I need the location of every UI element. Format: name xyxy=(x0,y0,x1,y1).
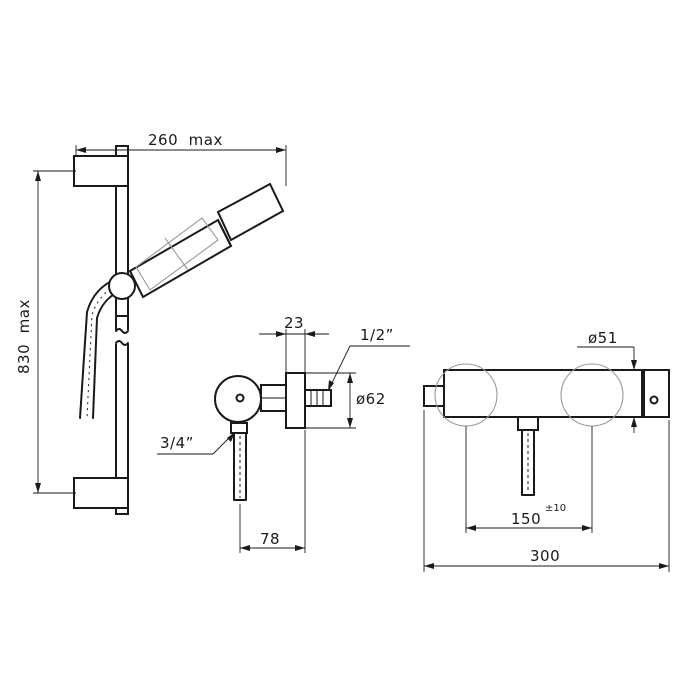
handle-diameter-label: ø51 xyxy=(588,329,618,347)
dim-mixer-length: 300 xyxy=(423,410,670,572)
rail-height-label: 830 max xyxy=(15,299,33,374)
inlet-thread-label: 3/4” xyxy=(160,434,194,452)
rail-break-marks xyxy=(112,328,132,346)
wall-projection-label: 78 xyxy=(260,530,280,548)
dim-handle-diameter: ø51 xyxy=(577,329,637,433)
mixer-body xyxy=(443,369,670,418)
inlet-spacing-label: 150 xyxy=(511,510,541,528)
dim-inlet-spacing: 150 ±10 xyxy=(465,426,593,533)
shower-hose xyxy=(79,279,119,419)
top-wall-bracket xyxy=(73,155,129,187)
dim-rail-width: 260 max xyxy=(75,131,287,186)
slide-rail-assembly xyxy=(73,145,285,515)
inlet-spacing-tolerance-label: ±10 xyxy=(545,503,566,514)
dim-wall-projection: 78 xyxy=(239,430,306,553)
bottom-wall-bracket xyxy=(73,477,129,509)
body-diameter-side-label: ø62 xyxy=(356,390,386,408)
dim-body-diameter-side: ø62 xyxy=(305,372,386,429)
shower-slider xyxy=(108,272,136,317)
outlet-offset-label: 23 xyxy=(284,314,304,332)
leader-outlet-thread: 1/2” xyxy=(327,326,410,392)
outlet-thread-label: 1/2” xyxy=(360,326,394,344)
dim-outlet-offset: 23 xyxy=(259,314,329,373)
mixer-side-view xyxy=(214,372,332,501)
mixer-front-view xyxy=(423,363,670,496)
mixer-length-label: 300 xyxy=(530,547,560,565)
rail-width-label: 260 max xyxy=(148,131,223,149)
dim-rail-height: 830 max xyxy=(15,170,76,494)
leader-inlet-thread: 3/4” xyxy=(157,431,236,455)
hand-shower xyxy=(128,182,285,299)
